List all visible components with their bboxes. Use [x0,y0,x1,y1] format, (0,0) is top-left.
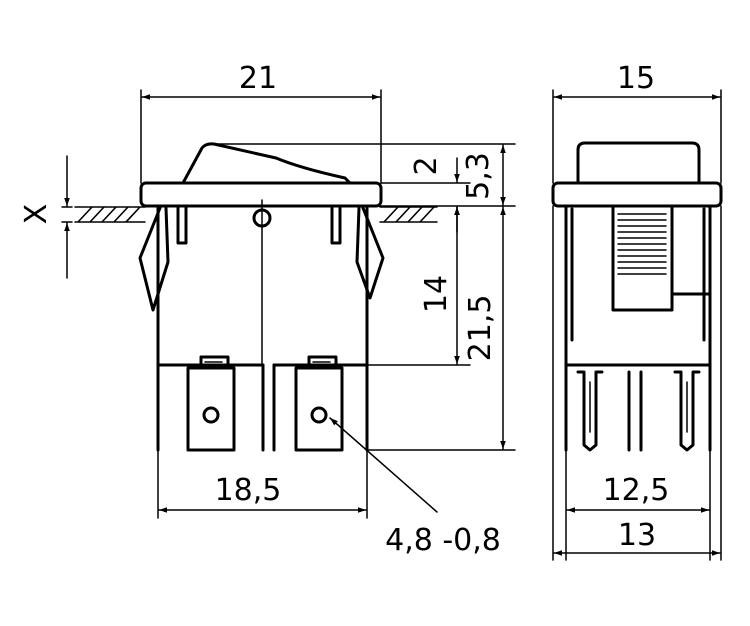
panel-hatching [74,206,438,223]
dim-side-terminal-span: 12,5 [603,473,670,508]
inner-tabs [176,206,342,245]
front-view [74,142,438,452]
dim-side-width: 15 [617,61,655,96]
side-body [564,204,712,452]
dim-front-height-above: 2 [409,156,444,175]
terminal-left [186,355,236,452]
side-bezel [551,181,723,208]
dim-front-depth-below: 14 [419,275,454,313]
dim-side-base-width: 13 [618,518,656,553]
dim-terminal-size: 4,8 -0,8 [385,523,501,558]
side-dimensions: 15 12,5 13 [552,61,722,561]
side-cap [576,141,701,185]
dim-front-total-depth: 21,5 [463,295,498,362]
rocker-button [181,142,352,185]
side-view [551,141,723,452]
switch-body [156,204,369,452]
front-dimensions: 21 2 5,3 14 21,5 X 18,5 4,8 -0,8 [19,61,516,558]
dim-front-terminal-span: 18,5 [215,473,282,508]
dim-panel-thickness: X [19,204,54,225]
snap-clips [138,206,385,312]
dim-front-rocker-height: 5,3 [461,152,496,200]
dim-front-width: 21 [239,61,277,96]
terminal-right [294,355,344,452]
side-terminals [576,370,701,452]
bezel-frame [139,181,383,208]
